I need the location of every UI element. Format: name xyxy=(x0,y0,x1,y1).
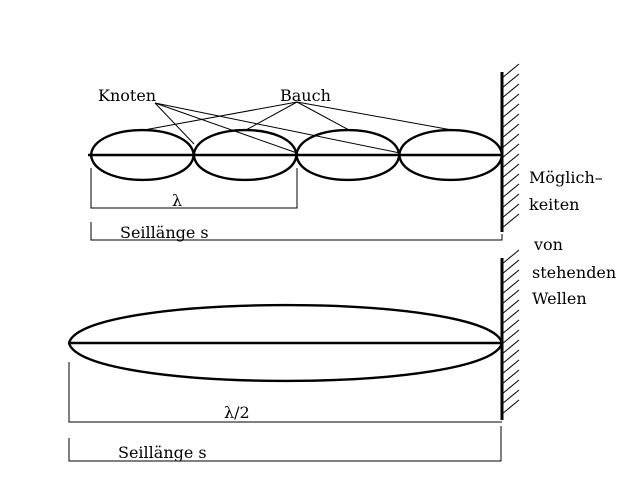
wall-hatch-line xyxy=(501,73,520,89)
wall-hatch-line xyxy=(501,299,520,315)
wall-hatch-line xyxy=(501,379,520,395)
wall-hatch-line xyxy=(501,339,520,355)
label-bauch: Bauch xyxy=(280,86,331,105)
wall-hatch-line xyxy=(501,249,520,265)
wave-loop xyxy=(67,303,504,383)
wall-hatch-line xyxy=(501,123,520,139)
knoten-pointer-lines xyxy=(154,102,401,154)
side-text-1: Möglich– xyxy=(529,168,603,187)
wall-hatch-line xyxy=(501,193,520,209)
wall-hatch-line xyxy=(501,319,520,335)
wall-hatch-line xyxy=(501,113,520,129)
wall-hatch-line xyxy=(501,203,520,219)
wall-top xyxy=(500,63,520,232)
wall-hatch-line xyxy=(501,349,520,365)
label-lambda: λ xyxy=(172,191,182,210)
seillaenge-bracket-top xyxy=(90,222,503,241)
wall-hatch-line xyxy=(501,279,520,295)
label-seillaenge-bottom: Seillänge s xyxy=(118,443,207,462)
lambda-half-bracket xyxy=(68,362,502,423)
seillaenge-bracket-bottom xyxy=(68,426,502,462)
wall-hatch-line xyxy=(501,309,520,325)
label-seillaenge-top: Seillänge s xyxy=(120,223,209,242)
wall-hatch-line xyxy=(501,163,520,179)
wall-hatch-line xyxy=(501,213,520,229)
wall-hatch-line xyxy=(501,83,520,99)
wall-hatch-line xyxy=(501,133,520,149)
side-text-2: keiten xyxy=(529,195,579,214)
wall-hatch-line xyxy=(501,143,520,159)
wall-hatch-line xyxy=(501,103,520,119)
wall-hatch-line xyxy=(501,329,520,345)
side-text-5: Wellen xyxy=(532,289,587,308)
wall-hatch-line xyxy=(501,173,520,189)
loops-bottom xyxy=(67,303,504,383)
wall-hatch-line xyxy=(501,93,520,109)
lambda-bracket xyxy=(90,168,298,209)
wall-hatch-line xyxy=(501,183,520,199)
wall-hatch-line xyxy=(501,359,520,375)
wall-hatch-line xyxy=(501,269,520,285)
label-knoten: Knoten xyxy=(98,86,156,105)
wall-hatch-line xyxy=(501,369,520,385)
wall-hatch-line xyxy=(501,153,520,169)
wall-hatch-line xyxy=(501,399,520,415)
wall-hatch-line xyxy=(501,259,520,275)
label-lambda-half: λ/2 xyxy=(224,403,250,422)
bauch-pointer-lines xyxy=(143,101,453,131)
wall-hatch-line xyxy=(501,289,520,305)
side-text-4: stehenden xyxy=(532,263,616,282)
loops-top xyxy=(89,129,504,181)
wall-hatch-line xyxy=(501,63,520,79)
wall-hatch-line xyxy=(501,389,520,405)
wall-bottom xyxy=(500,249,520,420)
wave-loop xyxy=(398,129,504,181)
side-text-3: von xyxy=(533,235,563,254)
